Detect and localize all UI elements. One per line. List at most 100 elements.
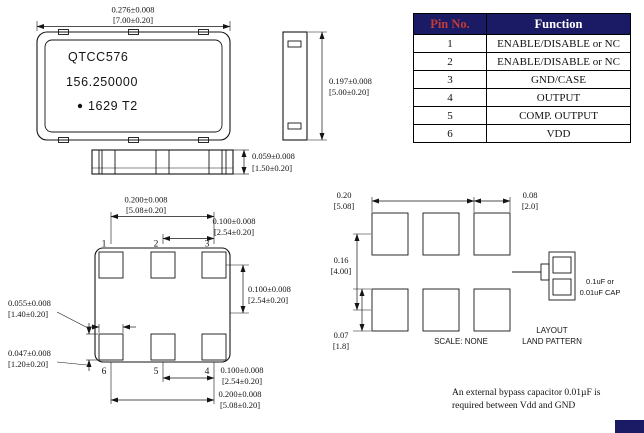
cap-value-label-line1: 0.1uF or: [586, 277, 614, 286]
package-height-dim-mm: [5.00±0.20]: [329, 87, 369, 97]
front-castellation: [225, 149, 234, 175]
note-line-2: required between Vdd and GND: [452, 401, 576, 411]
datecode-marking: 1629 T2: [88, 99, 138, 113]
pin-no-header: Pin No.: [413, 13, 487, 35]
land-pad: [473, 288, 511, 332]
bottom-span-top-dim-inch: 0.200±0.008: [125, 195, 168, 205]
front-castellation: [208, 149, 223, 175]
front-castellation: [91, 149, 100, 175]
castellation-mark: [128, 29, 139, 35]
land-pattern-title-line2: LAND PATTERN: [522, 337, 582, 346]
land-pad: [473, 212, 511, 256]
cap-pad-top: [552, 256, 572, 274]
pad-4: [201, 333, 227, 361]
pin-number-cell: 2: [413, 52, 487, 71]
top-view-width-dim-inch: 0.276±0.008: [112, 5, 155, 15]
pad-6: [98, 333, 124, 361]
side-castellation: [287, 122, 302, 130]
land-pad: [422, 288, 460, 332]
pin-function-cell: ENABLE/DISABLE or NC: [486, 52, 631, 71]
package-outline: [36, 31, 231, 141]
pad-3: [201, 251, 227, 279]
pin-function-cell: VDD: [486, 124, 631, 143]
pin-5-label: 5: [154, 367, 159, 377]
bottom-pitch-top-dim-mm: [2.54±0.20]: [214, 227, 254, 237]
bottom-span-top-dim-mm: [5.08±0.20]: [126, 205, 166, 215]
cap-connector: [540, 263, 550, 281]
front-view-outline: [91, 149, 234, 175]
package-top-view: 0.276±0.008 [7.00±0.20] QTCC576 156.2500…: [36, 5, 231, 143]
bottom-pitch-top-dim-inch: 0.100±0.008: [213, 216, 256, 226]
bypass-capacitor-note: An external bypass capacitor 0.01µF is r…: [452, 387, 644, 413]
package-thickness-dim-mm: [1.50±0.20]: [252, 163, 292, 173]
pin-number-cell: 6: [413, 124, 487, 143]
package-front-side-view: 0.059±0.008 [1.50±0.20]: [91, 149, 295, 175]
table-row: 4 OUTPUT: [413, 88, 631, 107]
function-header: Function: [486, 13, 631, 35]
pad-width-dim-mm: [1.40±0.20]: [8, 309, 48, 319]
pin-1-label: 1: [102, 240, 107, 250]
row-offset-right-dim-inch: 0.100±0.008: [248, 284, 291, 294]
pin1-dot-marking: [77, 103, 83, 109]
pin-function-cell: GND/CASE: [486, 70, 631, 89]
table-row: 3 GND/CASE: [413, 70, 631, 89]
cap-outline: [548, 251, 576, 301]
pin-4-label: 4: [205, 367, 210, 377]
table-row: 2 ENABLE/DISABLE or NC: [413, 52, 631, 71]
table-row: 5 COMP. OUTPUT: [413, 106, 631, 125]
pin-function-table: Pin No. Function 1 ENABLE/DISABLE or NC …: [413, 13, 631, 143]
pin-table-header-row: Pin No. Function: [413, 13, 631, 35]
front-castellation: [101, 149, 116, 175]
side-castellation: [287, 40, 302, 48]
bottom-span-bottom-dim-mm: [5.08±0.20]: [220, 400, 260, 410]
land-pad: [371, 288, 409, 332]
package-thickness-dim-inch: 0.059±0.008: [252, 151, 295, 161]
row-offset-right-dim-mm: [2.54±0.20]: [248, 295, 288, 305]
table-row: 1 ENABLE/DISABLE or NC: [413, 34, 631, 53]
package-side-view-vertical: 0.197±0.008 [5.00±0.20]: [282, 31, 372, 141]
land-span-dim-inch: 0.20: [337, 190, 352, 200]
land-pad-width-dim-mm: [2.0]: [522, 201, 538, 211]
castellation-mark: [58, 137, 69, 143]
pin-6-label: 6: [102, 367, 107, 377]
pad-5: [150, 333, 176, 361]
package-lid-outline: [44, 39, 223, 133]
pin-2-label: 2: [154, 240, 159, 250]
side-view-outline: [282, 31, 308, 141]
pin-function-cell: ENABLE/DISABLE or NC: [486, 34, 631, 53]
pad-height-dim-inch: 0.047±0.008: [8, 348, 51, 358]
front-castellation: [155, 149, 170, 175]
land-pad-height-dim-inch: 0.07: [334, 330, 349, 340]
table-row: 6 VDD: [413, 124, 631, 143]
pin-number-cell: 5: [413, 106, 487, 125]
pin-number-cell: 1: [413, 34, 487, 53]
land-pattern-layout: 0.20 [5.08] 0.08 [2.0] 0.16 [4.00] 0.07 …: [331, 190, 621, 351]
top-view-width-dim-mm: [7.00±0.20]: [113, 15, 153, 25]
land-pad-width-dim-inch: 0.08: [523, 190, 538, 200]
pad-2: [150, 251, 176, 279]
land-span-dim-mm: [5.08]: [334, 201, 355, 211]
land-pad-height-dim-mm: [1.8]: [333, 341, 349, 351]
pin-number-cell: 3: [413, 70, 487, 89]
part-number-marking: QTCC576: [68, 50, 128, 64]
cap-pad-bottom: [552, 278, 572, 296]
pin-number-cell: 4: [413, 88, 487, 107]
castellation-mark: [198, 137, 209, 143]
pad-width-dim-inch: 0.055±0.008: [8, 298, 51, 308]
castellation-mark: [128, 137, 139, 143]
land-pad: [371, 212, 409, 256]
pad-1: [98, 251, 124, 279]
note-line-1: An external bypass capacitor 0.01µF is: [452, 388, 601, 398]
pad-height-dim-mm: [1.20±0.20]: [8, 359, 48, 369]
castellation-mark: [198, 29, 209, 35]
land-row-pitch-dim-inch: 0.16: [334, 255, 349, 265]
land-row-pitch-dim-mm: [4.00]: [331, 266, 352, 276]
package-bottom-view: 1 2 3 6 5 4 0.200±0.008 [5.08±0.20] 0.10…: [8, 195, 291, 411]
bottom-view-outline: [94, 247, 231, 363]
pin-function-cell: COMP. OUTPUT: [486, 106, 631, 125]
land-pattern-title-line1: LAYOUT: [536, 326, 568, 335]
bottom-pitch-bottom-dim-inch: 0.100±0.008: [221, 365, 264, 375]
cap-value-label-line2: 0.01uF CAP: [580, 288, 621, 297]
